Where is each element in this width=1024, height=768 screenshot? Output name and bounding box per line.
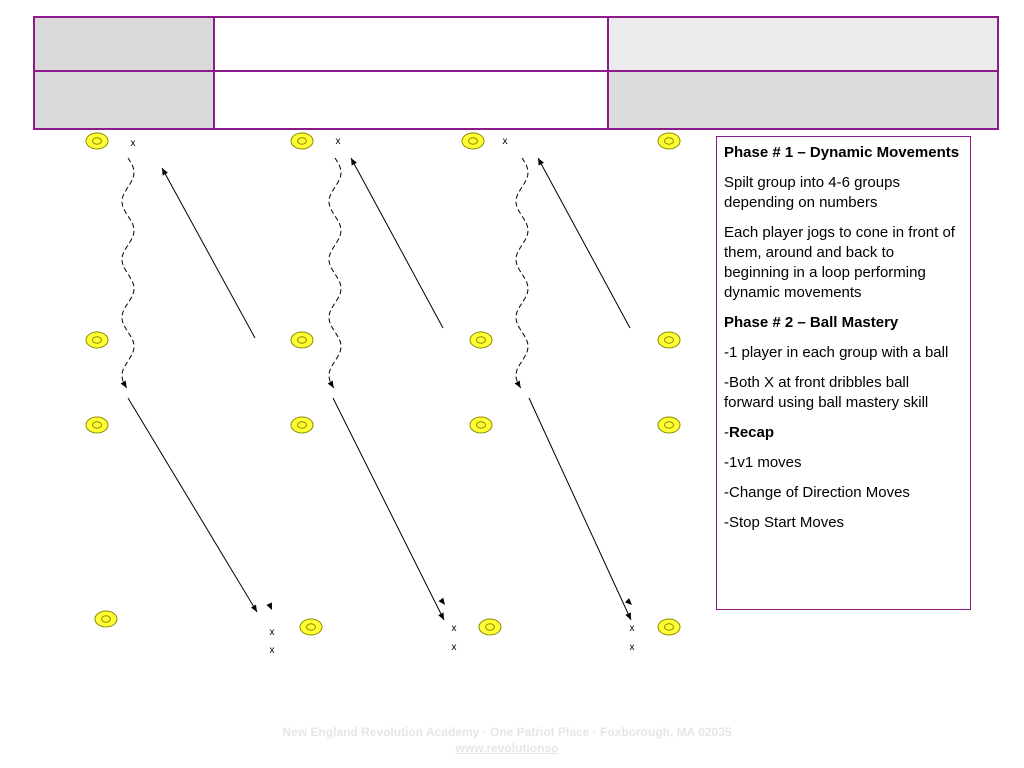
player-marker: x — [131, 138, 136, 149]
cone-marker — [85, 416, 109, 434]
cone-inner — [664, 336, 674, 344]
cone-marker — [478, 618, 502, 636]
recap-prefix: - — [724, 424, 729, 441]
header-cell — [213, 70, 609, 130]
player-marker: x — [452, 642, 457, 653]
footer-link[interactable]: www.revolutionso — [455, 741, 559, 755]
header-cell — [33, 70, 215, 130]
cone-marker — [94, 610, 118, 628]
player-marker: x — [630, 642, 635, 653]
cone-marker — [461, 132, 485, 150]
cone-inner — [297, 421, 307, 429]
phase1-line2: Each player jogs to cone in front of the… — [724, 224, 955, 301]
cone-marker — [290, 132, 314, 150]
recap-heading: -Recap — [724, 423, 962, 443]
wavy-path-down — [327, 157, 342, 389]
arrow-line — [528, 397, 632, 621]
header-row — [33, 70, 999, 130]
phase2-line2: -Both X at front dribbles ball forward u… — [724, 374, 929, 411]
cone-inner — [92, 421, 102, 429]
wavy-path-down — [120, 157, 135, 389]
player-marker: x — [452, 623, 457, 634]
player-marker: x — [503, 136, 508, 147]
cone-inner — [664, 137, 674, 145]
wavy-path-down — [514, 157, 529, 389]
cone-inner — [485, 623, 495, 631]
cone-marker — [299, 618, 323, 636]
player-marker: x — [270, 645, 275, 656]
arrow-line — [350, 157, 444, 329]
arrow-line — [537, 157, 631, 329]
cone-inner — [664, 623, 674, 631]
recap-item: -Change of Direction Moves — [724, 484, 910, 501]
cone-inner — [92, 336, 102, 344]
cone-marker — [469, 331, 493, 349]
cone-inner — [306, 623, 316, 631]
phase1-title: Phase # 1 – Dynamic Movements — [724, 144, 960, 161]
cone-inner — [101, 615, 111, 623]
player-marker: x — [270, 627, 275, 638]
cone-marker — [657, 618, 681, 636]
arrow-line — [332, 397, 445, 621]
header-cell — [607, 16, 999, 72]
recap-item: -1v1 moves — [724, 454, 802, 471]
footer: New England Revolution Academy · One Pat… — [200, 724, 814, 756]
phase2-line1: -1 player in each group with a ball — [724, 344, 949, 361]
cone-inner — [664, 421, 674, 429]
header-row — [33, 16, 999, 72]
cone-inner — [297, 137, 307, 145]
phase1-line1: Spilt group into 4-6 groups depending on… — [724, 174, 900, 211]
cone-marker — [657, 132, 681, 150]
header-table — [33, 16, 999, 130]
cone-marker — [85, 132, 109, 150]
footer-address: New England Revolution Academy · One Pat… — [282, 725, 732, 739]
recap-label: Recap — [729, 424, 775, 441]
arrow-line — [161, 167, 256, 339]
cone-inner — [468, 137, 478, 145]
cone-marker — [657, 331, 681, 349]
cone-inner — [476, 336, 486, 344]
header-cell — [33, 16, 215, 72]
header-cell — [213, 16, 609, 72]
phase2-title: Phase # 2 – Ball Mastery — [724, 314, 899, 331]
player-marker: x — [630, 623, 635, 634]
player-marker: x — [336, 136, 341, 147]
cone-marker — [290, 331, 314, 349]
arrows-group — [127, 157, 632, 621]
recap-item: -Stop Start Moves — [724, 514, 845, 531]
cone-inner — [297, 336, 307, 344]
arrow-line — [127, 397, 258, 613]
coaching-notes: Phase # 1 – Dynamic Movements Spilt grou… — [716, 136, 971, 610]
wavy-paths-group — [120, 157, 529, 389]
cone-marker — [469, 416, 493, 434]
cones-group — [85, 132, 681, 636]
cone-marker — [85, 331, 109, 349]
header-cell — [607, 70, 999, 130]
cone-inner — [92, 137, 102, 145]
cone-marker — [290, 416, 314, 434]
cone-marker — [657, 416, 681, 434]
cone-inner — [476, 421, 486, 429]
